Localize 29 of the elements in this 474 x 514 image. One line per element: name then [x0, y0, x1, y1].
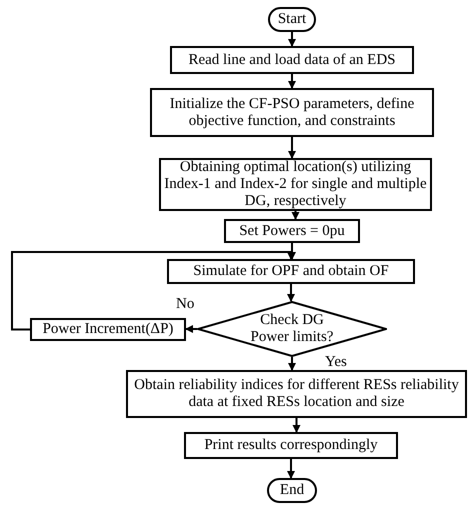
arrow — [292, 418, 300, 433]
arrow — [185, 325, 197, 333]
arrow — [287, 284, 295, 302]
node-label: Print results correspondingly — [204, 437, 378, 454]
node-label: Simulate for OPF and obtain OF — [193, 263, 389, 280]
node-label: Power Increment(ΔP) — [42, 321, 174, 338]
arrow — [288, 74, 296, 89]
process-box — [30, 318, 186, 341]
node-label: Set Powers = 0pu — [239, 222, 345, 240]
arrow — [288, 357, 296, 371]
process-box — [170, 46, 414, 74]
node-label: Obtain reliability indices for different RESs reliability data at fixed RESs location and size — [133, 377, 460, 411]
process-box — [126, 370, 467, 418]
arrow — [288, 137, 296, 159]
process-box — [150, 88, 434, 137]
arrow — [287, 459, 295, 479]
arrow — [292, 211, 300, 220]
node-label: Obtaining optimal location(s) utilizing Index-1 and Index-2 for single and multiple DG, respectively — [163, 159, 428, 210]
node-label: Start — [278, 11, 306, 28]
node-label: Read line and load data of an EDS — [188, 52, 396, 68]
process-box — [224, 219, 360, 243]
node-label: End — [280, 482, 304, 499]
process-box — [184, 432, 398, 459]
process-box — [167, 259, 415, 284]
decision-diamond — [197, 301, 387, 357]
node-label: Check DG Power limits? — [250, 312, 334, 346]
node-label: Initialize the CF-PSO parameters, define objective function, and constraints — [168, 96, 416, 130]
arrow — [288, 243, 296, 260]
arrow — [288, 32, 296, 47]
